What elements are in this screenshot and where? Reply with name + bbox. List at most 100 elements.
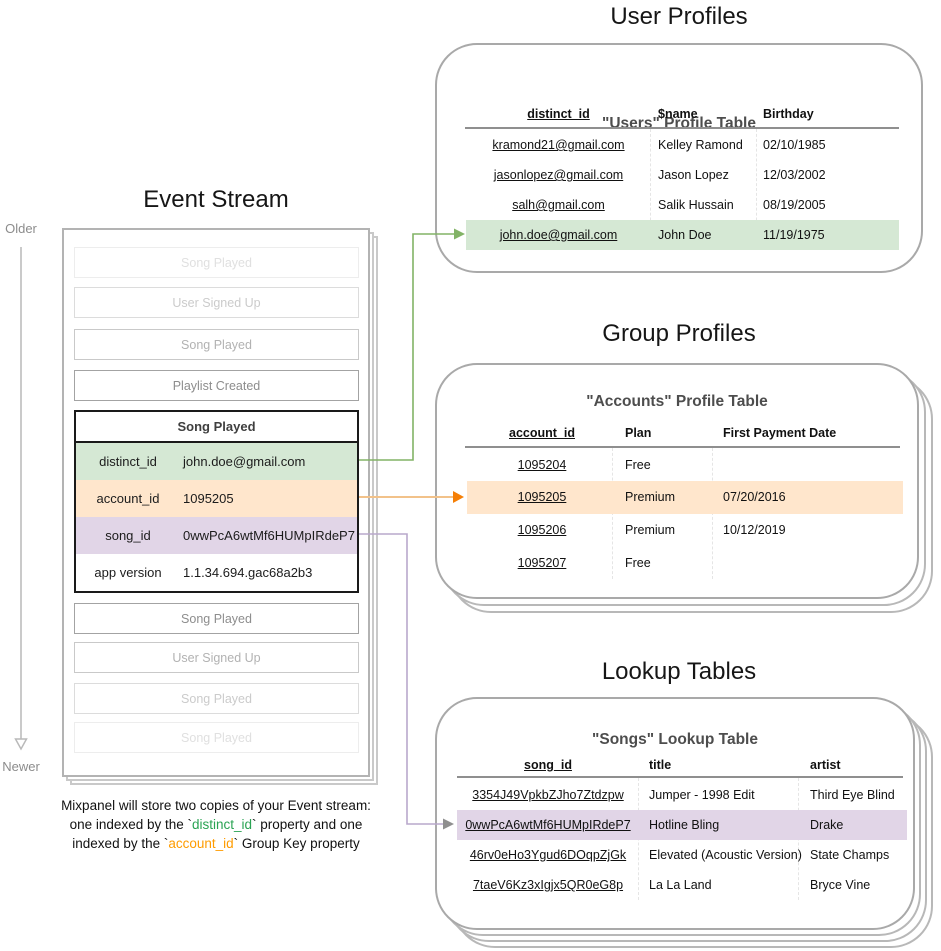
cell-artist: Third Eye Blind — [810, 788, 895, 802]
event-item: User Signed Up — [74, 287, 359, 318]
cell-birthday: 02/10/1985 — [763, 138, 826, 152]
focused-event-name: Song Played — [76, 412, 357, 443]
column-header: account_id — [509, 426, 575, 440]
property-row-song-id: song_id 0wwPcA6wtMf6HUMpIRdeP7 — [76, 517, 357, 554]
table-row: 3354J49VpkbZJho7Ztdzpw Jumper - 1998 Edi… — [457, 780, 907, 810]
focused-event-card: Song Played distinct_id john.doe@gmail.c… — [74, 410, 359, 593]
cell-plan: Free — [625, 556, 651, 570]
cell-distinct-id: kramond21@gmail.com — [492, 138, 625, 152]
users-header-row: distinct_id $name Birthday — [466, 100, 899, 128]
column-header: distinct_id — [527, 107, 590, 121]
distinct-id-code: distinct_id — [191, 817, 253, 832]
event-item: Song Played — [74, 722, 359, 753]
column-header: First Payment Date — [723, 426, 837, 440]
timeline-arrow — [14, 247, 28, 751]
property-value: john.doe@gmail.com — [183, 454, 306, 469]
cell-account-id: 1095204 — [517, 458, 567, 472]
newer-label: Newer — [2, 759, 40, 774]
column-header: song_id — [524, 758, 572, 772]
cell-song-id: 3354J49VpkbZJho7Ztdzpw — [472, 788, 624, 802]
cell-distinct-id: jasonlopez@gmail.com — [493, 168, 624, 182]
cell-title: Jumper - 1998 Edit — [649, 788, 755, 802]
event-item: User Signed Up — [74, 642, 359, 673]
property-key: app version — [94, 565, 162, 580]
property-value: 0wwPcA6wtMf6HUMpIRdeP7 — [183, 528, 355, 543]
caption-line: one indexed by the `distinct_id` propert… — [69, 817, 363, 832]
cell-birthday: 12/03/2002 — [763, 168, 826, 182]
column-header: $name — [658, 107, 698, 121]
header-rule — [457, 776, 903, 778]
property-row-account-id: account_id 1095205 — [76, 480, 357, 517]
column-separator — [650, 129, 651, 250]
property-row-app-version: app version 1.1.34.694.gac68a2b3 — [76, 554, 357, 591]
table-row: 1095206 Premium 10/12/2019 — [467, 514, 903, 546]
property-key: song_id — [105, 528, 151, 543]
cell-title: La La Land — [649, 878, 712, 892]
table-row-highlighted: 0wwPcA6wtMf6HUMpIRdeP7 Hotline Bling Dra… — [457, 810, 907, 840]
table-row: 1095207 Free — [467, 547, 903, 579]
event-stream-title: Event Stream — [143, 186, 289, 213]
cell-plan: Premium — [625, 523, 676, 537]
songs-header-row: song_id title artist — [457, 753, 907, 777]
cell-artist: Drake — [810, 818, 844, 832]
cell-song-id: 7taeV6Kz3xIgjx5QR0eG8p — [472, 878, 624, 892]
older-label: Older — [5, 221, 37, 236]
songs-table-title: "Songs" Lookup Table — [592, 731, 758, 748]
cell-distinct-id: salh@gmail.com — [512, 198, 605, 212]
cell-plan: Premium — [625, 490, 676, 504]
cell-first-payment-date: 07/20/2016 — [723, 490, 786, 504]
cell-title: Hotline Bling — [649, 818, 720, 832]
cell-account-id: 1095205 — [517, 490, 567, 504]
cell-name: Salik Hussain — [658, 198, 734, 212]
user-profiles-title: User Profiles — [610, 3, 748, 30]
cell-artist: Bryce Vine — [810, 878, 871, 892]
property-value: 1095205 — [183, 491, 234, 506]
property-value: 1.1.34.694.gac68a2b3 — [183, 565, 313, 580]
column-header: title — [649, 758, 672, 772]
cell-account-id: 1095207 — [517, 556, 567, 570]
table-row: kramond21@gmail.com Kelley Ramond 02/10/… — [466, 130, 899, 160]
cell-birthday: 11/19/1975 — [763, 228, 825, 242]
accounts-header-row: account_id Plan First Payment Date — [467, 420, 903, 447]
cell-song-id: 0wwPcA6wtMf6HUMpIRdeP7 — [465, 818, 631, 832]
cell-name: Kelley Ramond — [658, 138, 743, 152]
header-rule — [465, 127, 899, 129]
table-row: 46rv0eHo3Ygud6DOqpZjGk Elevated (Acousti… — [457, 840, 907, 870]
table-row: 7taeV6Kz3xIgjx5QR0eG8p La La Land Bryce … — [457, 870, 907, 900]
cell-title: Elevated (Acoustic Version) — [649, 848, 802, 862]
event-item: Song Played — [74, 683, 359, 714]
cell-distinct-id: john.doe@gmail.com — [499, 228, 618, 242]
accounts-table-title: "Accounts" Profile Table — [586, 393, 768, 410]
cell-song-id: 46rv0eHo3Ygud6DOqpZjGk — [469, 848, 627, 862]
table-row: 1095204 Free — [467, 449, 903, 481]
cell-account-id: 1095206 — [517, 523, 567, 537]
caption: Mixpanel will store two copies of your E… — [26, 796, 406, 853]
cell-first-payment-date: 10/12/2019 — [723, 523, 786, 537]
table-row: salh@gmail.com Salik Hussain 08/19/2005 — [466, 190, 899, 220]
column-header: Plan — [625, 426, 652, 440]
account-id-code: account_id — [168, 836, 234, 851]
group-profiles-title: Group Profiles — [602, 320, 756, 347]
table-row: jasonlopez@gmail.com Jason Lopez 12/03/2… — [466, 160, 899, 190]
event-item: Song Played — [74, 247, 359, 278]
event-item: Song Played — [74, 329, 359, 360]
column-header: Birthday — [763, 107, 814, 121]
cell-artist: State Champs — [810, 848, 890, 862]
event-item: Playlist Created — [74, 370, 359, 401]
property-key: account_id — [96, 491, 160, 506]
cell-plan: Free — [625, 458, 651, 472]
column-header: artist — [810, 758, 841, 772]
lookup-tables-title: Lookup Tables — [601, 658, 757, 685]
table-row-highlighted: john.doe@gmail.com John Doe 11/19/1975 — [466, 220, 899, 250]
column-separator — [756, 129, 757, 250]
caption-line: indexed by the `account_id` Group Key pr… — [72, 836, 360, 851]
cell-name: Jason Lopez — [658, 168, 729, 182]
caption-line: Mixpanel will store two copies of your E… — [61, 798, 371, 813]
cell-name: John Doe — [658, 228, 712, 242]
table-row-highlighted: 1095205 Premium 07/20/2016 — [467, 481, 903, 514]
property-key: distinct_id — [99, 454, 157, 469]
property-row-distinct-id: distinct_id john.doe@gmail.com — [76, 443, 357, 480]
event-item: Song Played — [74, 603, 359, 634]
cell-birthday: 08/19/2005 — [763, 198, 826, 212]
